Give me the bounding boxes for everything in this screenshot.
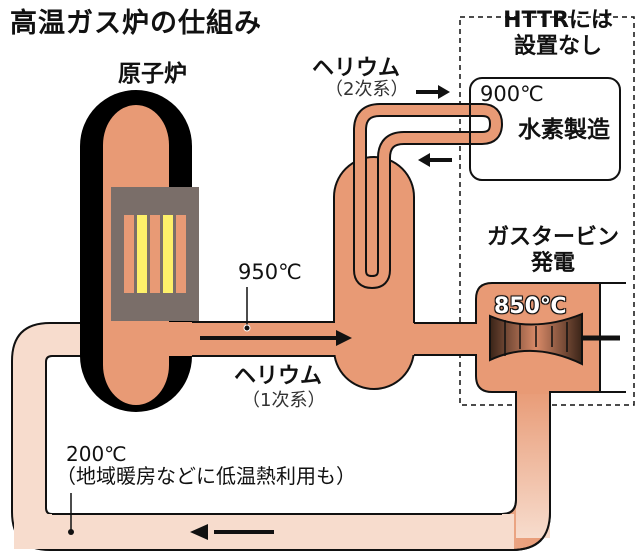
secondary-outflow-arrow: [418, 153, 452, 167]
diagram-title: 高温ガス炉の仕組み: [10, 8, 262, 39]
leader-200: [68, 493, 74, 535]
gas-turbine-label-line2: 発電: [530, 251, 575, 276]
primary-helium-label: ヘリウム: [234, 364, 323, 389]
fuel-rod: [176, 215, 186, 293]
secondary-helium-label: ヘリウム: [312, 56, 401, 81]
outlet-temp: 950℃: [238, 260, 302, 284]
fuel-rod: [124, 215, 134, 293]
return-flow-arrow: [190, 524, 274, 540]
fuel-rod: [150, 215, 160, 293]
httr-note-line1: HTTRには: [503, 8, 613, 33]
fuel-rod: [137, 215, 147, 293]
httr-note-line2: 設置なし: [513, 34, 602, 59]
primary-flow-arrow: [200, 330, 352, 346]
fuel-rod: [163, 215, 173, 293]
leader-950: [243, 287, 251, 332]
turbine-temp: 850℃: [494, 294, 568, 319]
secondary-loop-note: （2次系）: [325, 79, 409, 100]
primary-loop-note: （1次系）: [242, 390, 326, 411]
heat-exchanger: [333, 156, 415, 390]
hx-to-turbine-pipe: [412, 323, 480, 355]
hydrogen-box: [469, 77, 621, 181]
low-temp-usage-note: （地域暖房などに低温熱利用も）: [56, 464, 356, 488]
reactor-label: 原子炉: [118, 61, 187, 87]
secondary-inflow-arrow: [416, 85, 450, 99]
hydrogen-label: 水素製造: [518, 117, 610, 143]
return-pipe-riser: [516, 388, 550, 538]
return-temp: 200℃: [66, 442, 127, 466]
gas-turbine-label-line1: ガスタービン: [486, 225, 619, 250]
hydrogen-temp: 900℃: [480, 82, 544, 106]
